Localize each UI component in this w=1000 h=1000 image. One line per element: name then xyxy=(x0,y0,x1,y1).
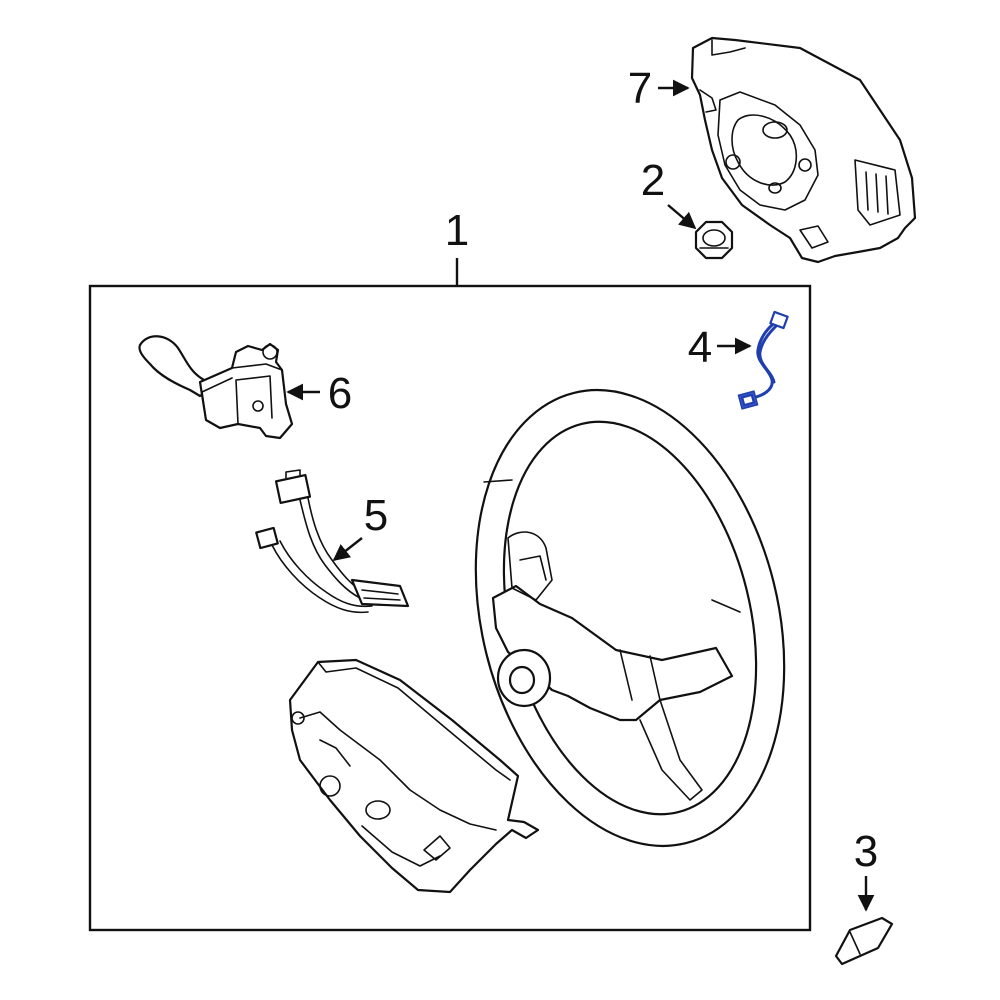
callout-5[interactable]: 5 xyxy=(332,491,388,562)
callout-3[interactable]: 3 xyxy=(854,827,878,912)
callout-1[interactable]: 1 xyxy=(445,206,469,286)
callout-2-label: 2 xyxy=(641,156,665,205)
part-7-airbag-module[interactable] xyxy=(690,36,917,264)
part-3-cover-cap[interactable] xyxy=(834,916,894,966)
callout-5-leader xyxy=(332,537,363,562)
part-4-wire-harness[interactable] xyxy=(737,310,789,410)
assembly-frame xyxy=(88,284,812,932)
callout-7[interactable]: 7 xyxy=(628,64,690,113)
part-5-wire-harness[interactable] xyxy=(255,469,410,614)
callout-6-label: 6 xyxy=(328,369,352,418)
callout-3-label: 3 xyxy=(854,827,878,876)
callout-4[interactable]: 4 xyxy=(688,323,752,372)
callout-1-label: 1 xyxy=(445,206,469,255)
callout-2[interactable]: 2 xyxy=(641,156,697,230)
callout-4-label: 4 xyxy=(688,323,712,372)
lower-cover[interactable] xyxy=(288,658,540,894)
callout-6[interactable]: 6 xyxy=(286,369,352,418)
part-6-switch-assembly[interactable] xyxy=(138,335,294,440)
callout-2-leader xyxy=(667,204,697,230)
steering-wheel[interactable] xyxy=(430,357,829,879)
part-2-nut[interactable] xyxy=(694,220,734,260)
callout-7-label: 7 xyxy=(628,64,652,113)
callout-5-label: 5 xyxy=(364,491,388,540)
